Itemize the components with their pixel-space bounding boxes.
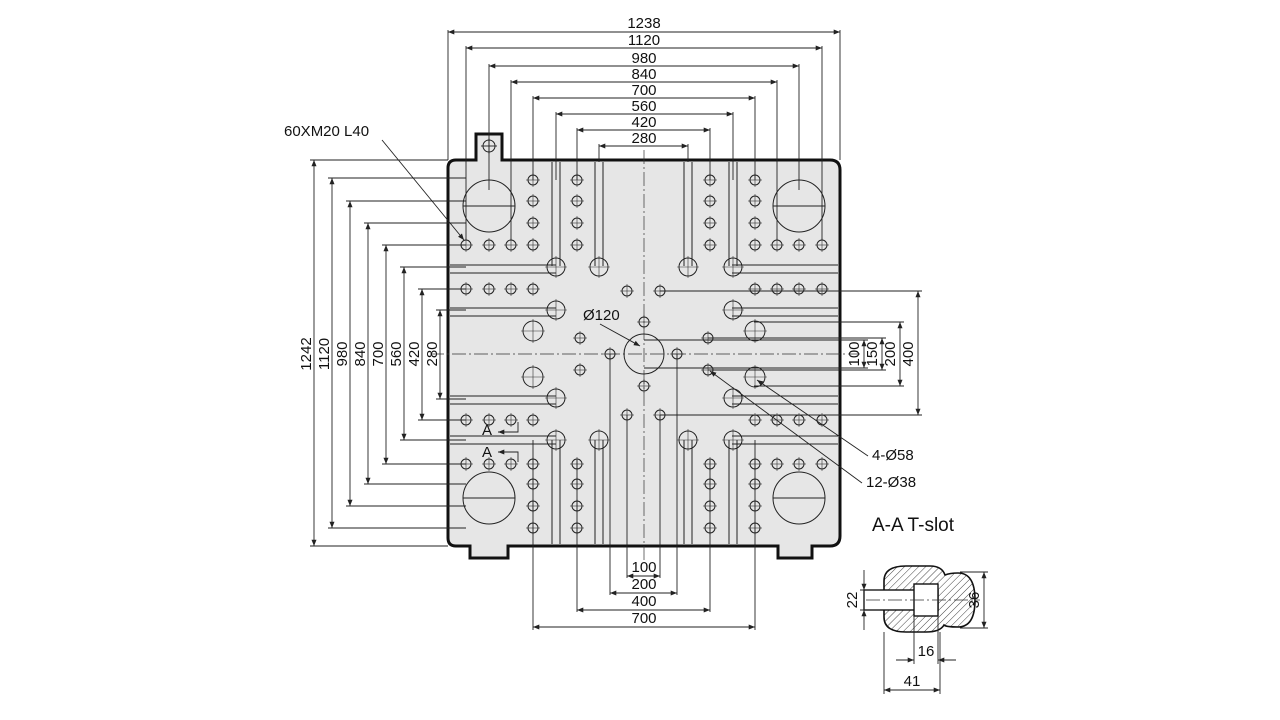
right-dim-400: 400 (900, 341, 917, 366)
top-dim-1120: 1120 (628, 32, 660, 49)
section-marker-a1: A (482, 422, 492, 439)
label-large-holes: 4-Ø58 (872, 447, 914, 464)
left-dim-840: 840 (352, 341, 369, 366)
top-dim-980: 980 (631, 50, 656, 67)
label-center-hole: Ø120 (583, 307, 620, 324)
label-tapped-holes: 60XM20 L40 (284, 123, 369, 140)
section-marker-a2: A (482, 444, 492, 461)
right-dim-200: 200 (882, 341, 899, 366)
callouts: 60XM20 L40 Ø120 4-Ø58 12-Ø38 A A (284, 123, 916, 491)
t-slot-dim-16: 16 (918, 643, 935, 660)
bottom-dimensions: 100 200 400 700 (532, 354, 756, 630)
t-slot-title: A-A T-slot (872, 515, 955, 536)
t-slot-dim-36: 36 (966, 592, 983, 609)
bottom-dim-700: 700 (631, 610, 656, 627)
top-dimensions: 1238 1120 980 840 700 560 420 280 (447, 15, 841, 240)
t-slot-dim-41: 41 (904, 673, 921, 690)
left-dim-280: 280 (424, 341, 441, 366)
top-dim-560: 560 (631, 98, 656, 115)
bottom-dim-400: 400 (631, 593, 656, 610)
left-dim-1242: 1242 (298, 337, 315, 370)
right-dim-150: 150 (864, 341, 881, 366)
left-dim-560: 560 (388, 341, 405, 366)
t-slot-section: A-A T-slot 22 36 16 41 (844, 515, 988, 694)
t-slot-dim-22: 22 (844, 592, 861, 609)
center-lines (430, 150, 860, 560)
top-dim-700: 700 (631, 82, 656, 99)
left-dim-420: 420 (406, 341, 423, 366)
bottom-dim-200: 200 (631, 576, 656, 593)
left-dimensions: 1242 1120 980 840 700 560 420 280 (298, 159, 466, 547)
right-dimensions: 100 150 200 400 (644, 290, 922, 416)
platen-outline (446, 132, 842, 560)
platen-plate (446, 132, 842, 560)
mid-holes (521, 256, 767, 451)
top-dim-420: 420 (631, 114, 656, 131)
left-dim-1120: 1120 (316, 338, 333, 370)
center-hole (623, 333, 665, 375)
top-dim-840: 840 (631, 66, 656, 83)
t-slots (450, 162, 838, 544)
top-dim-280: 280 (631, 130, 656, 147)
label-small-holes: 12-Ø38 (866, 474, 916, 491)
left-dim-980: 980 (334, 341, 351, 366)
bottom-dim-100: 100 (631, 559, 656, 576)
left-dim-700: 700 (370, 341, 387, 366)
right-dim-100: 100 (846, 341, 863, 366)
top-dim-1238: 1238 (627, 15, 660, 32)
